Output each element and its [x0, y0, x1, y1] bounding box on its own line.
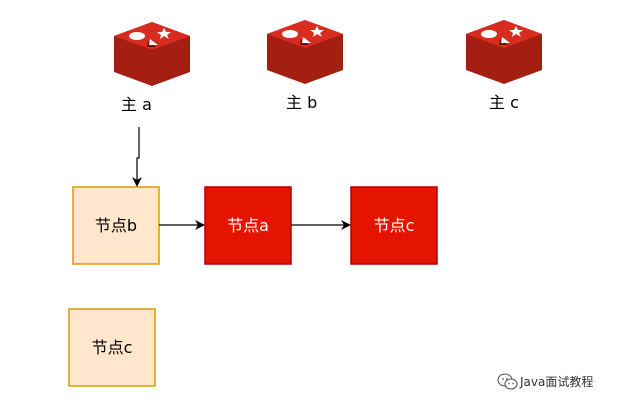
- node-a-box: [204, 186, 292, 265]
- master-a-label: 主 a: [121, 95, 152, 114]
- redis-logo-icon: [466, 20, 542, 84]
- node-c-light-box: [68, 308, 156, 387]
- watermark: Java面试教程: [497, 373, 593, 390]
- redis-logo-icon: [114, 22, 190, 86]
- redis-logo-icon: [267, 20, 343, 84]
- node-a-label: 节点a: [227, 216, 269, 235]
- master-a: 主 a: [114, 22, 190, 114]
- node-b-label: 节点b: [95, 216, 137, 235]
- node-c-light: 节点c: [68, 308, 156, 387]
- master-c-label: 主 c: [489, 93, 519, 112]
- node-c-red-label: 节点c: [374, 216, 415, 235]
- master-b-label: 主 b: [286, 93, 317, 112]
- connector-master-a-to-node-b: [132, 127, 142, 187]
- node-c-red-box: [350, 186, 438, 265]
- watermark-text: Java面试教程: [519, 374, 593, 389]
- node-b: 节点b: [72, 186, 160, 265]
- node-c-light-label: 节点c: [92, 338, 133, 357]
- node-c-red: 节点c: [350, 186, 438, 265]
- wechat-icon: [497, 373, 518, 390]
- master-c: 主 c: [466, 20, 542, 112]
- master-b: 主 b: [267, 20, 343, 112]
- node-b-box: [72, 186, 160, 265]
- node-a: 节点a: [204, 186, 292, 265]
